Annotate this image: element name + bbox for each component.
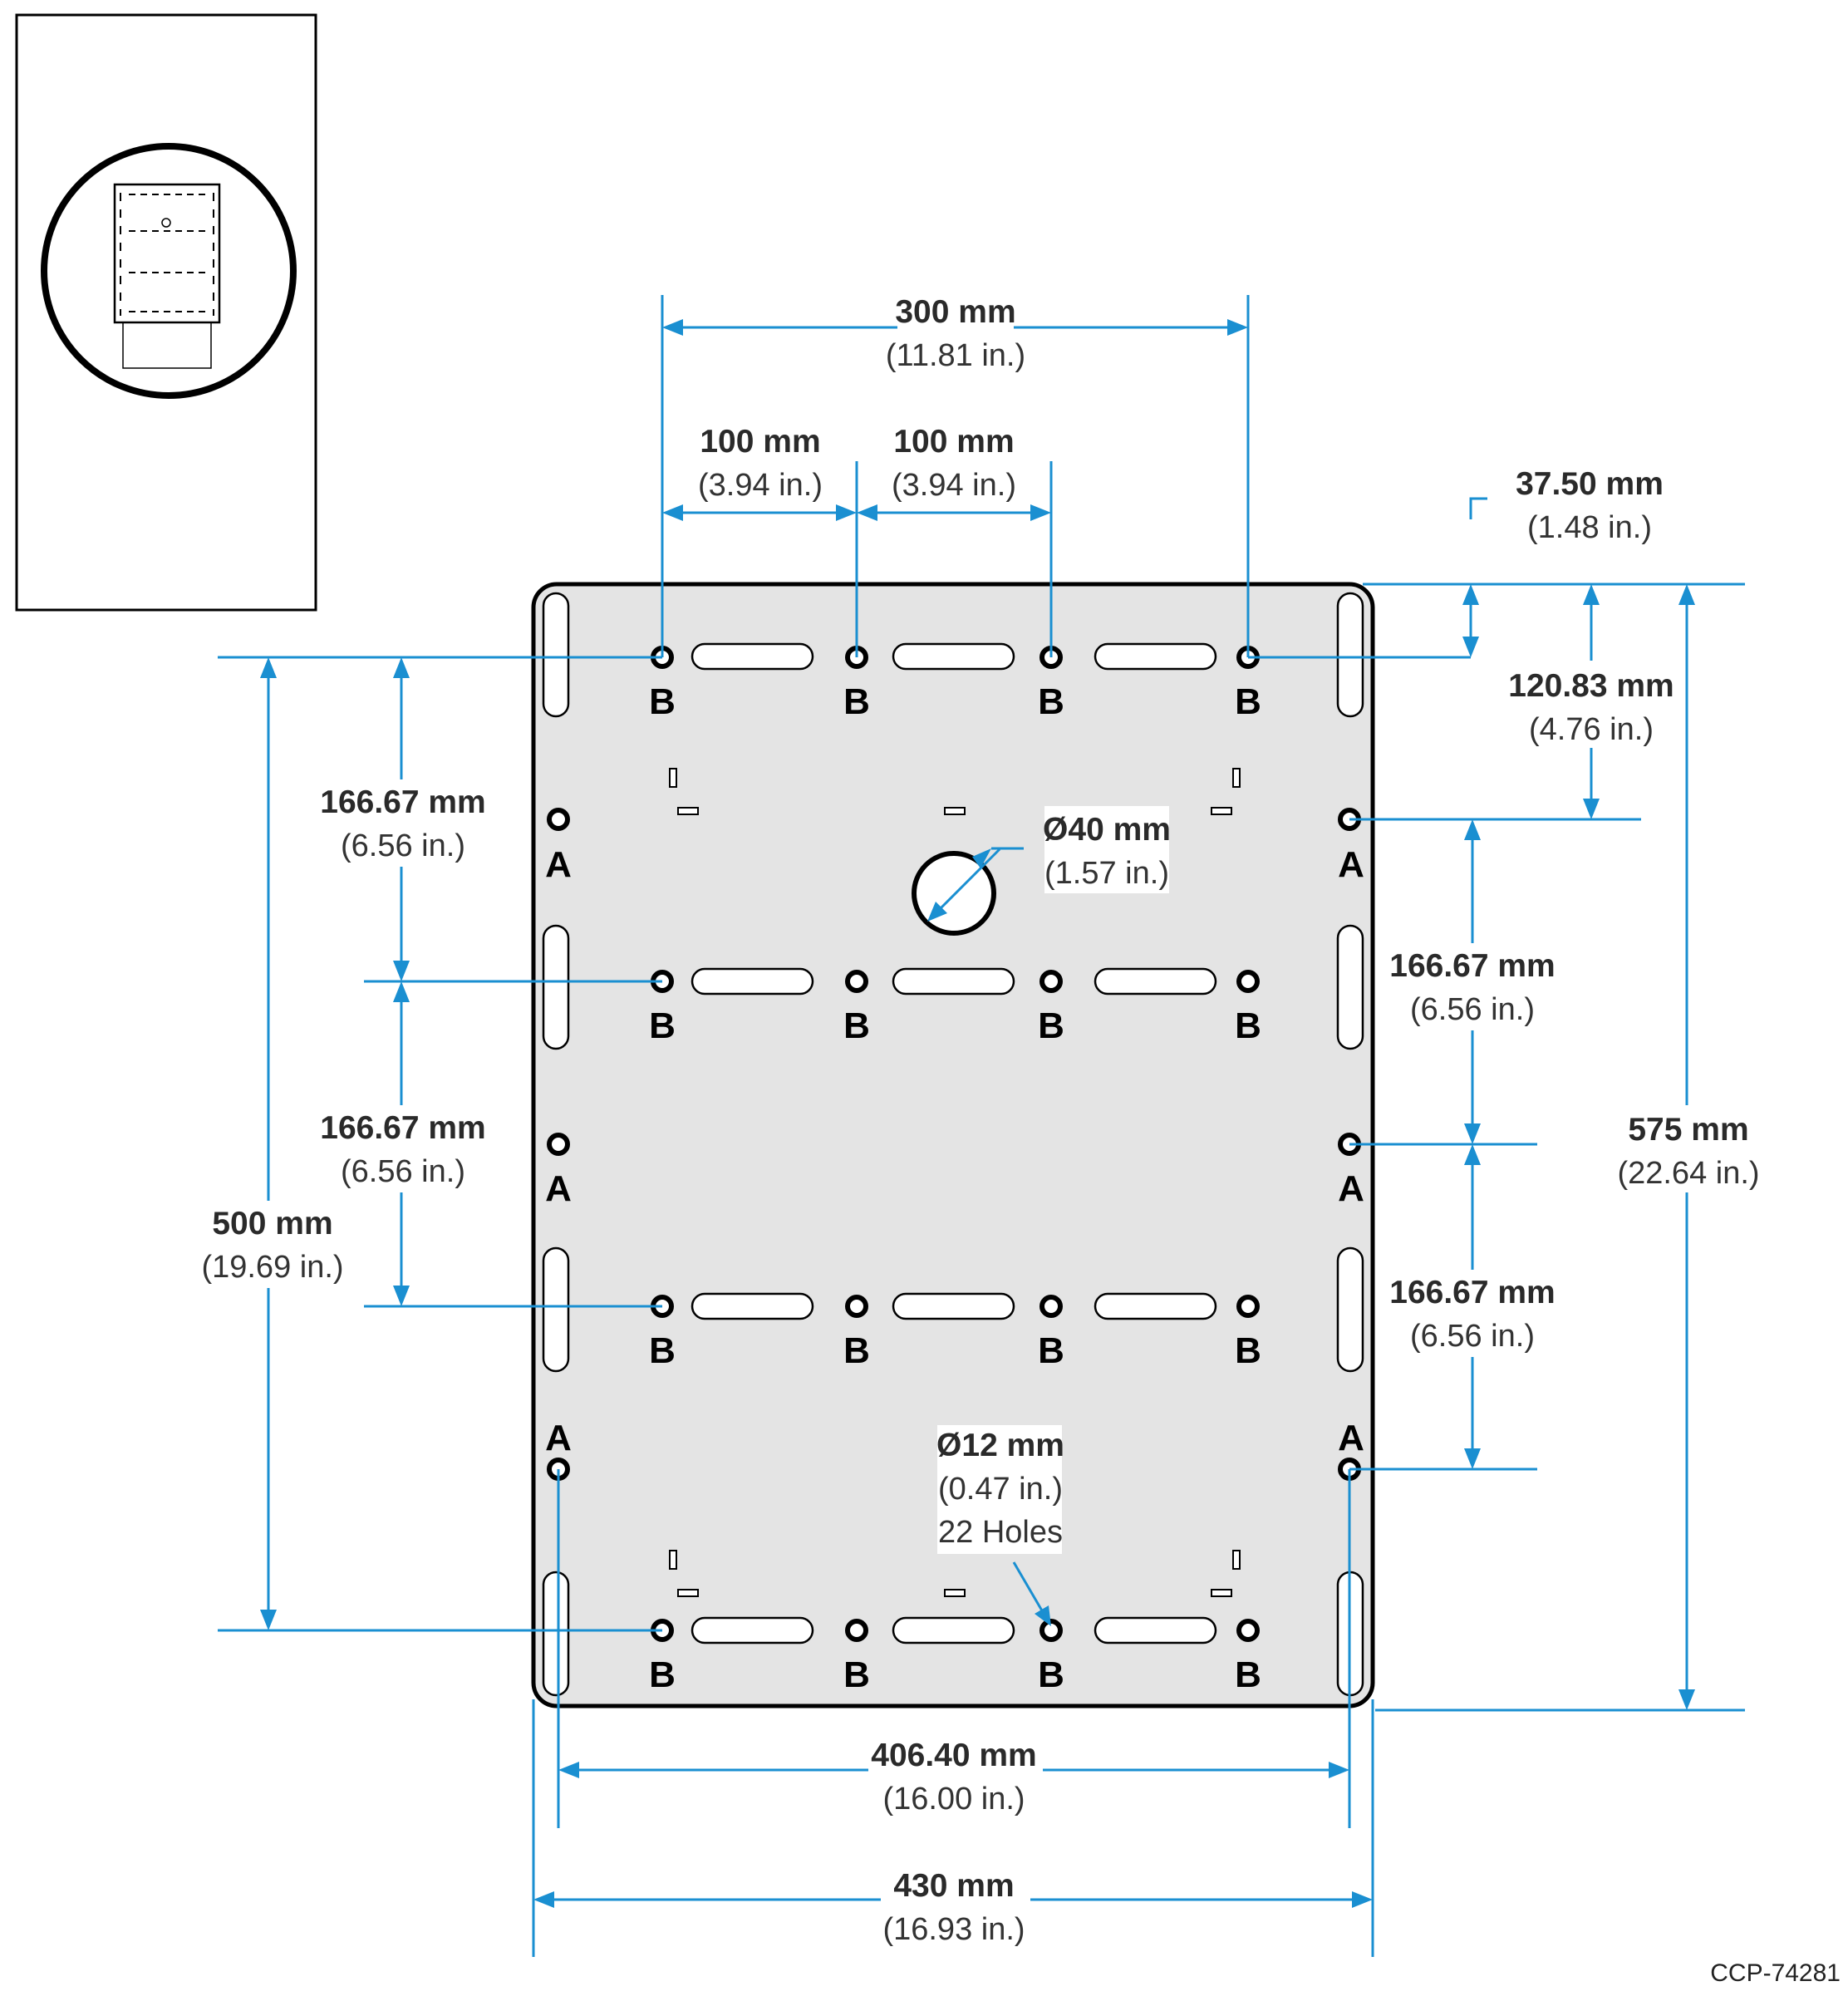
hole-label-b: B	[1235, 1654, 1261, 1695]
hole-label-b: B	[649, 1654, 676, 1695]
hole-label-b: B	[1235, 1330, 1261, 1371]
hole-label-b: B	[843, 681, 870, 722]
dim-166-67-left-upper-in: (6.56 in.)	[341, 828, 465, 863]
dim-166-67-left-upper-mm: 166.67 mm	[320, 784, 485, 820]
dim-100-right-in: (3.94 in.)	[892, 468, 1016, 503]
dim-300-in: (11.81 in.)	[886, 338, 1025, 373]
hole-label-a: A	[545, 1418, 572, 1458]
dim-166-67-right-lower-mm: 166.67 mm	[1389, 1275, 1555, 1310]
dim-300-mm: 300 mm	[895, 294, 1015, 330]
dim-center-hole-mm: Ø40 mm	[1043, 812, 1171, 848]
dim-166-67-left-lower-in: (6.56 in.)	[341, 1154, 465, 1189]
hole-label-b: B	[1235, 1005, 1261, 1046]
locator-thumbnail	[15, 13, 317, 612]
dim-100-right-mm: 100 mm	[893, 424, 1014, 460]
dim-120-83-mm: 120.83 mm	[1508, 668, 1674, 704]
hole-label-b: B	[1038, 681, 1064, 722]
dim-406-40-in: (16.00 in.)	[882, 1782, 1025, 1817]
hole-label-b: B	[649, 1005, 676, 1046]
dim-406-40-mm: 406.40 mm	[871, 1738, 1036, 1773]
dim-430-in: (16.93 in.)	[882, 1912, 1025, 1947]
hole-label-b: B	[1038, 1330, 1064, 1371]
dimension-labels: 300 mm (11.81 in.) 100 mm (3.94 in.) 100…	[195, 291, 1762, 1949]
dim-500-mm: 500 mm	[212, 1206, 332, 1241]
figure-code: CCP-74281	[1710, 1959, 1841, 1987]
hole-label-b: B	[843, 1654, 870, 1695]
dim-37-50-mm: 37.50 mm	[1516, 466, 1664, 502]
hole-label-a: A	[1338, 1418, 1364, 1458]
hole-label-b: B	[843, 1330, 870, 1371]
dim-166-67-right-upper-mm: 166.67 mm	[1389, 948, 1555, 984]
dim-430-mm: 430 mm	[893, 1868, 1014, 1904]
hole-label-b: B	[649, 681, 676, 722]
dim-500-in: (19.69 in.)	[201, 1250, 343, 1285]
hole-label-a: A	[1338, 1168, 1364, 1209]
dim-120-83-in: (4.76 in.)	[1529, 712, 1654, 747]
hole-label-a: A	[545, 844, 572, 885]
dim-100-left-in: (3.94 in.)	[698, 468, 823, 503]
dim-166-67-right-upper-in: (6.56 in.)	[1410, 992, 1535, 1027]
dim-small-holes-in: (0.47 in.)	[938, 1472, 1063, 1507]
hole-label-b: B	[1038, 1654, 1064, 1695]
hole-label-b: B	[843, 1005, 870, 1046]
hole-label-a: A	[545, 1168, 572, 1209]
dim-575-mm: 575 mm	[1628, 1112, 1748, 1148]
dim-37-50-in: (1.48 in.)	[1527, 510, 1652, 545]
extension-lines	[218, 295, 1745, 1957]
dim-575-in: (22.64 in.)	[1617, 1156, 1759, 1191]
dim-center-hole-in: (1.57 in.)	[1044, 856, 1169, 891]
hole-label-b: B	[649, 1330, 676, 1371]
dim-166-67-left-lower-mm: 166.67 mm	[320, 1110, 485, 1146]
small-tabs	[669, 768, 1241, 1597]
dim-small-holes-count: 22 Holes	[938, 1515, 1063, 1550]
dim-166-67-right-lower-in: (6.56 in.)	[1410, 1319, 1535, 1354]
b-hole-labels: B B B B B B B B B B B B B B B B	[649, 681, 1261, 1695]
hole-label-b: B	[1038, 1005, 1064, 1046]
dim-100-left-mm: 100 mm	[700, 424, 820, 460]
horizontal-slots	[691, 642, 1217, 1644]
hole-label-b: B	[1235, 681, 1261, 722]
a-hole-labels: A A A A A A	[545, 844, 1364, 1458]
dim-small-holes-mm: Ø12 mm	[936, 1428, 1064, 1463]
hole-label-a: A	[1338, 844, 1364, 885]
